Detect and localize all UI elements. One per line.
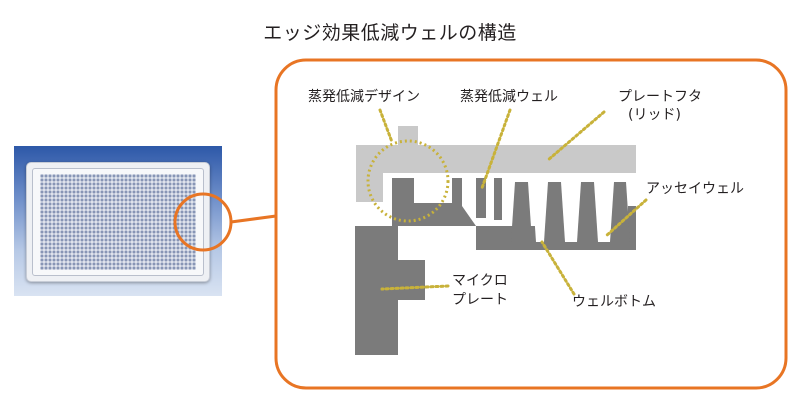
zoom-connector xyxy=(230,214,277,224)
microplate-body xyxy=(355,178,636,355)
leader-microplate xyxy=(380,284,450,291)
label-plate-lid-sub: (リッド) xyxy=(628,107,681,123)
evaporation-reduction-well xyxy=(476,178,488,218)
plate-rim xyxy=(32,168,204,276)
assay-well-3 xyxy=(577,182,598,242)
leader-assay-well xyxy=(604,198,648,238)
leader-well-bottom xyxy=(540,240,576,296)
label-assay-well: アッセイウェル xyxy=(646,181,744,197)
label-microplate-sub: プレート xyxy=(452,292,508,308)
assay-well-2 xyxy=(544,182,565,242)
zoom-circle xyxy=(173,192,233,252)
label-plate-lid: プレートフタ xyxy=(618,89,702,105)
leader-evap-design xyxy=(378,108,394,144)
leader-evap-well xyxy=(480,108,512,190)
label-well-bottom: ウェルボトム xyxy=(572,294,656,310)
evap-design-highlight xyxy=(366,139,450,223)
label-evap-design: 蒸発低減デザイン xyxy=(308,89,420,105)
assay-well-1 xyxy=(511,182,532,242)
well-grid xyxy=(40,174,196,270)
diagram-title: エッジ効果低減ウェルの構造 xyxy=(263,22,517,44)
well-bottom-strip xyxy=(476,242,636,250)
label-microplate: マイクロ xyxy=(452,273,508,289)
microplate-photo xyxy=(14,146,222,296)
callout-frame xyxy=(274,58,788,390)
leader-plate-lid xyxy=(546,110,606,162)
microplate-image xyxy=(26,162,210,282)
label-evap-well: 蒸発低減ウェル xyxy=(460,89,558,105)
